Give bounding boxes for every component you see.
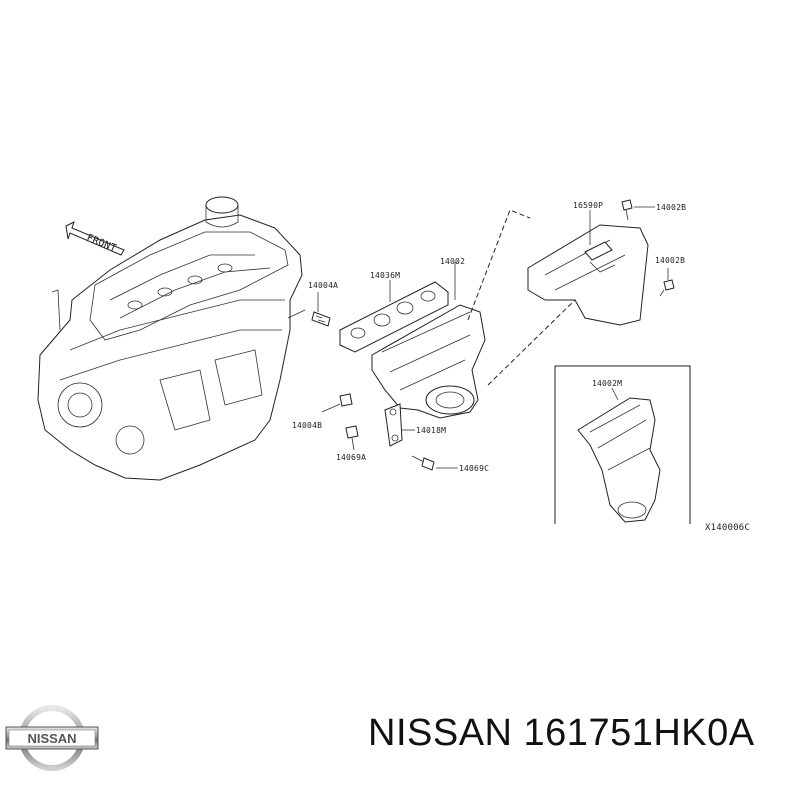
callout-14069c: 14069C: [459, 464, 489, 473]
logo-brand-text: NISSAN: [27, 731, 76, 746]
callout-16590p: 16590P: [573, 201, 603, 210]
front-label: FRONT: [85, 233, 118, 255]
callout-14036m: 14036M: [370, 271, 400, 280]
bracket-14018m: [384, 403, 415, 447]
nissan-logo: NISSAN: [5, 705, 99, 771]
dashed-link-lower: [487, 299, 576, 386]
nut-14004b: [321, 393, 353, 413]
dashed-link-upper: [467, 209, 531, 321]
engine-block: [37, 196, 303, 481]
bolt-14002b-right: [659, 268, 675, 297]
figure-code: X140006C: [705, 523, 750, 533]
bolt-14069a: [345, 425, 359, 451]
callout-14004a: 14004A: [308, 281, 338, 290]
bolt-14002b-upper: [621, 199, 655, 221]
heat-shield-16590p: [527, 210, 649, 326]
callout-14002m: 14002M: [592, 379, 622, 388]
callout-14002b-right: 14002B: [655, 256, 685, 265]
callout-14004b: 14004B: [292, 421, 322, 430]
front-arrow: FRONT: [65, 221, 125, 256]
alt-manifold-box: [554, 365, 691, 524]
stud-14004a: [311, 292, 331, 327]
leader-line: [287, 309, 306, 319]
callout-14002: 14002: [440, 257, 465, 266]
callout-14018m: 14018M: [416, 426, 446, 435]
exhaust-manifold-14002: [371, 262, 486, 419]
callout-14002b-upper: 14002B: [656, 203, 686, 212]
gasket-14036m: [339, 280, 449, 353]
part-number-title: NISSAN 161751HK0A: [368, 712, 755, 754]
callout-14069a: 14069A: [336, 453, 366, 462]
stud-14069c: [411, 455, 458, 471]
